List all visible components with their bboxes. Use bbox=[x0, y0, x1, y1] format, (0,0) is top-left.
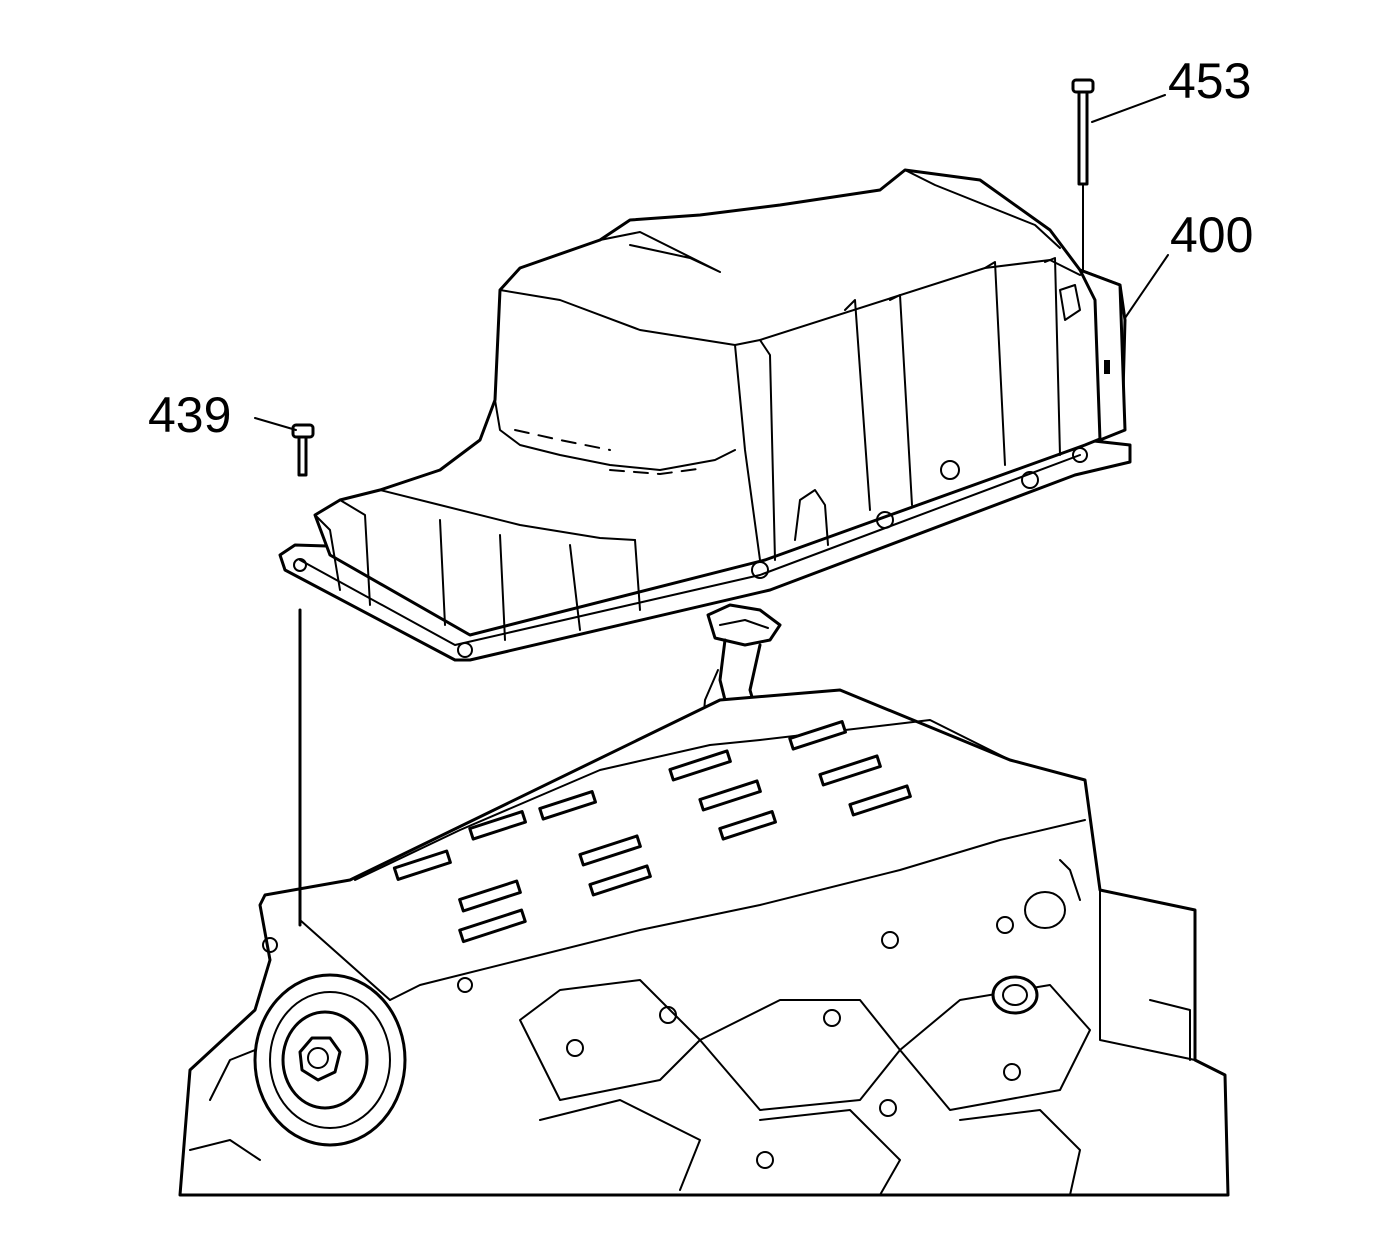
leader-439 bbox=[254, 417, 297, 431]
leader-400 bbox=[1124, 254, 1169, 319]
callout-453: 453 bbox=[1168, 53, 1252, 109]
leader-453 bbox=[1091, 94, 1166, 123]
harmonic-balancer bbox=[253, 973, 407, 1147]
bolt-453 bbox=[1071, 78, 1095, 271]
oil-pan bbox=[278, 168, 1132, 662]
bolt-439 bbox=[291, 423, 315, 927]
engine-block bbox=[178, 688, 1230, 1197]
callout-439: 439 bbox=[148, 387, 232, 443]
callout-400: 400 bbox=[1170, 207, 1254, 263]
leader-lines bbox=[254, 94, 1169, 431]
